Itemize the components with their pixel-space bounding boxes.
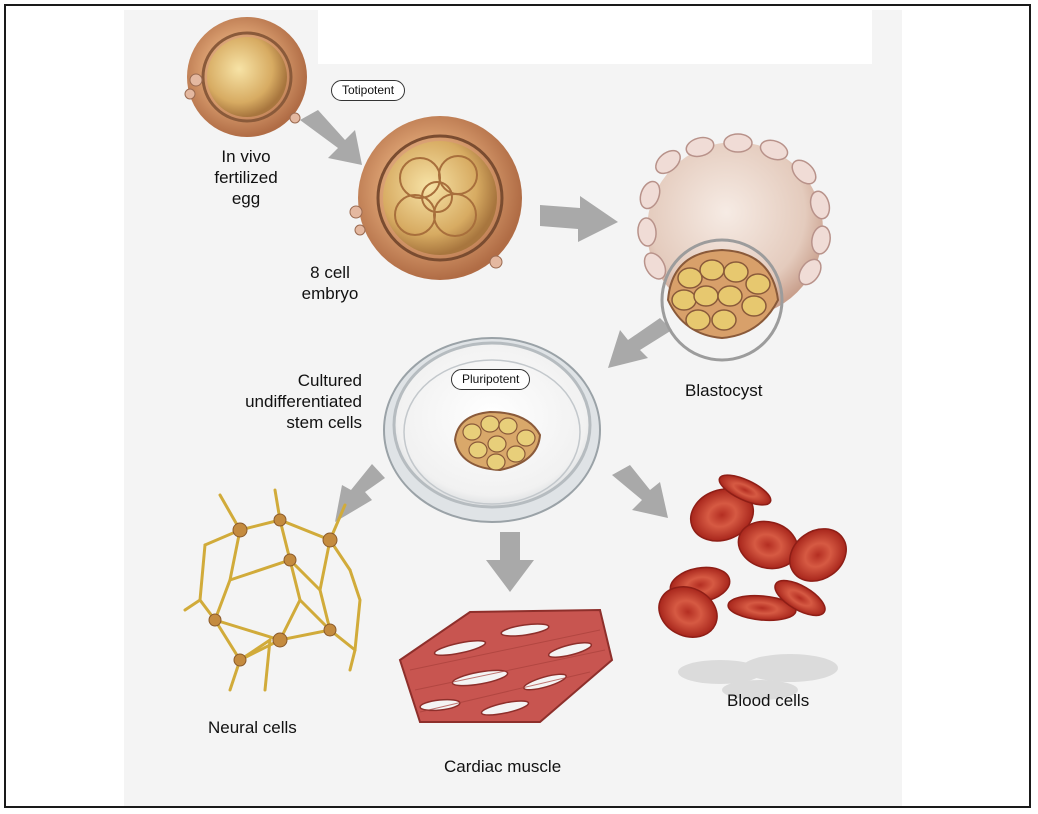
neural-cells-label: Neural cells [208, 718, 297, 737]
blastocyst-label: Blastocyst [685, 381, 763, 400]
petri-dish-illustration [383, 337, 601, 523]
arrow-dish-to-neural [335, 464, 385, 522]
fertilized-egg-illustration [184, 17, 307, 137]
cardiac-muscle-illustration [398, 608, 614, 723]
eight-cell-embryo-label: 8 cell embryo [301, 263, 359, 303]
eight-cell-embryo-illustration [349, 116, 522, 280]
neuron-bodies [208, 513, 338, 667]
arrow-egg-to-embryo [300, 110, 362, 165]
arrows-group [300, 110, 672, 592]
cultured-stem-cells-label: Cultured undifferentiated stem cells [245, 371, 362, 432]
blood-cells-shadow [678, 654, 838, 700]
arrow-blastocyst-to-dish [608, 318, 672, 368]
blood-cells-illustration [658, 474, 847, 638]
fertilized-egg-label: In vivo fertilized egg [214, 147, 278, 208]
totipotent-badge: Totipotent [331, 80, 406, 101]
blank-header-area [318, 10, 872, 64]
arrow-dish-to-blood [612, 465, 668, 518]
cardiac-muscle-label: Cardiac muscle [444, 757, 562, 776]
arrow-dish-to-cardiac [486, 532, 534, 592]
pluripotent-badge: Pluripotent [451, 369, 531, 390]
blastocyst-illustration [637, 133, 831, 362]
neural-cells-illustration [183, 488, 362, 692]
arrow-embryo-to-blastocyst [540, 196, 618, 242]
blood-cells-label: Blood cells [727, 691, 810, 710]
